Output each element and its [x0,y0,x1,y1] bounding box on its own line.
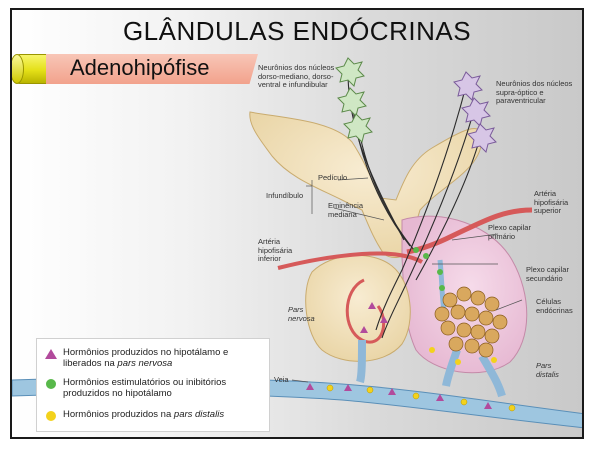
label-celulas: Células endócrinas [536,297,573,315]
purple-neurons [453,71,497,153]
portal-vessel-3 [478,354,506,398]
pars-nervosa-shape [305,254,411,362]
artery-inferior [277,251,424,270]
legend-item-1-text: Hormônios produzidos no hipotálamo e lib… [63,347,229,369]
green-neurons [335,57,373,143]
label-veia: Veia [274,375,289,384]
vein-markers [306,383,516,412]
legend-item-2-text: Hormônios estimulatórios ou inibitórios … [63,377,227,399]
hypothalamus-shape [249,111,483,258]
banner-tube-decoration [12,54,50,84]
purple-triangle-icon [45,349,57,359]
legend-box: Hormônios produzidos no hipotálamo e lib… [36,338,270,432]
portal-markers [360,247,497,365]
label-plexo-secundario: Plexo capilar secundário [526,265,569,283]
label-pars-distalis: Pars distalis [536,361,559,379]
label-neuronios-supra: Neurônios dos núcleos supra-óptico e par… [496,79,573,105]
label-pediculo: Pedículo [318,173,348,182]
label-neuronios-dorso: Neurônios dos núcleos dorso-mediano, dor… [258,63,335,89]
label-plexo-primario: Plexo capilar primário [488,223,531,241]
banner-ribbon [46,54,258,84]
portal-vessel-2 [442,348,461,387]
label-arteria-superior: Artéria hipofisária superior [534,189,569,215]
legend-item-1-italic: pars nervosa [117,358,173,369]
legend-item-3-italic: pars distalis [173,409,225,420]
portal-vessel-1 [356,339,366,384]
label-arteria-inferior: Artéria hipofisária inferior [258,237,293,263]
artery-inferior-loop [345,278,386,344]
legend-item-3-text: Hormônios produzidos na [63,409,174,420]
label-pars-nervosa: Pars nervosa [288,305,315,323]
label-infundibulo: Infundíbulo [266,191,304,200]
label-eminencia: Eminência mediana [328,201,364,219]
slide-frame: GLÂNDULAS ENDÓCRINAS Adenohipófise [10,8,584,439]
banner-label: Adenohipófise [70,55,210,80]
yellow-dot-icon [46,411,56,421]
page-title: GLÂNDULAS ENDÓCRINAS [122,16,472,46]
green-dot-icon [46,379,56,389]
leader-lines [291,177,523,383]
endocrine-cells [434,286,508,358]
